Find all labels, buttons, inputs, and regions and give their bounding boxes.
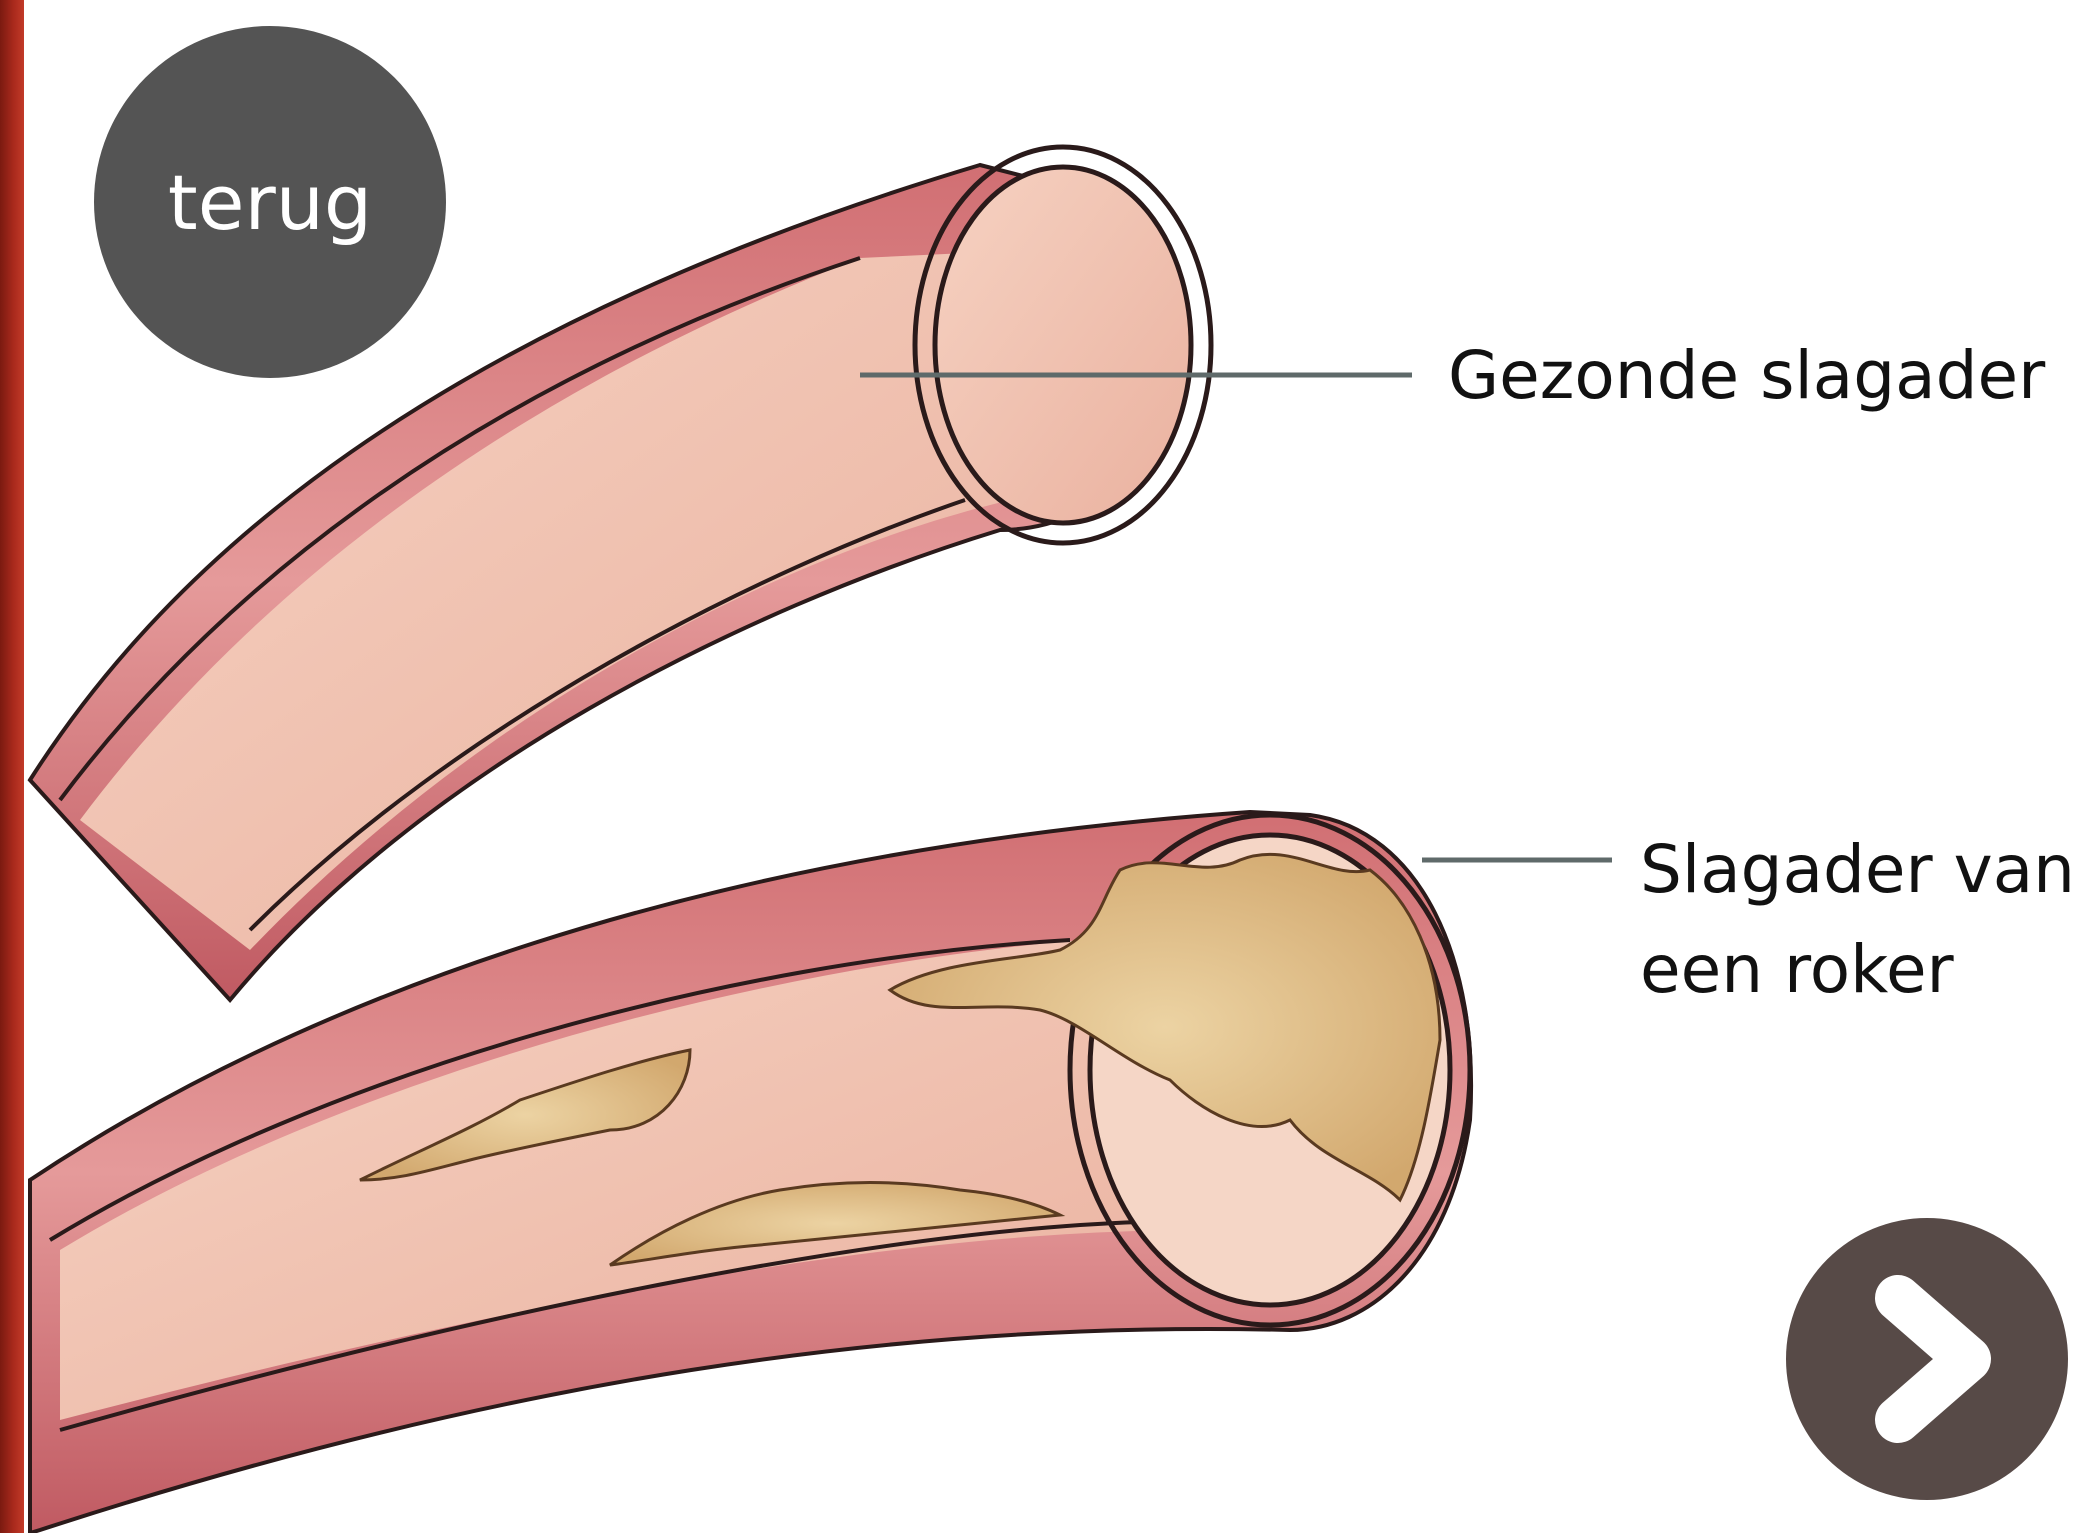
smoker-artery-label-line1: Slagader van [1640,820,2075,920]
chevron-right-icon [1786,1218,2068,1500]
back-button[interactable]: terug [94,26,446,378]
next-button[interactable] [1786,1218,2068,1500]
healthy-artery-label: Gezonde slagader [1448,337,2045,414]
smoker-artery-label-line2: een roker [1640,920,2075,1020]
smoker-artery-label: Slagader van een roker [1640,820,2075,1020]
